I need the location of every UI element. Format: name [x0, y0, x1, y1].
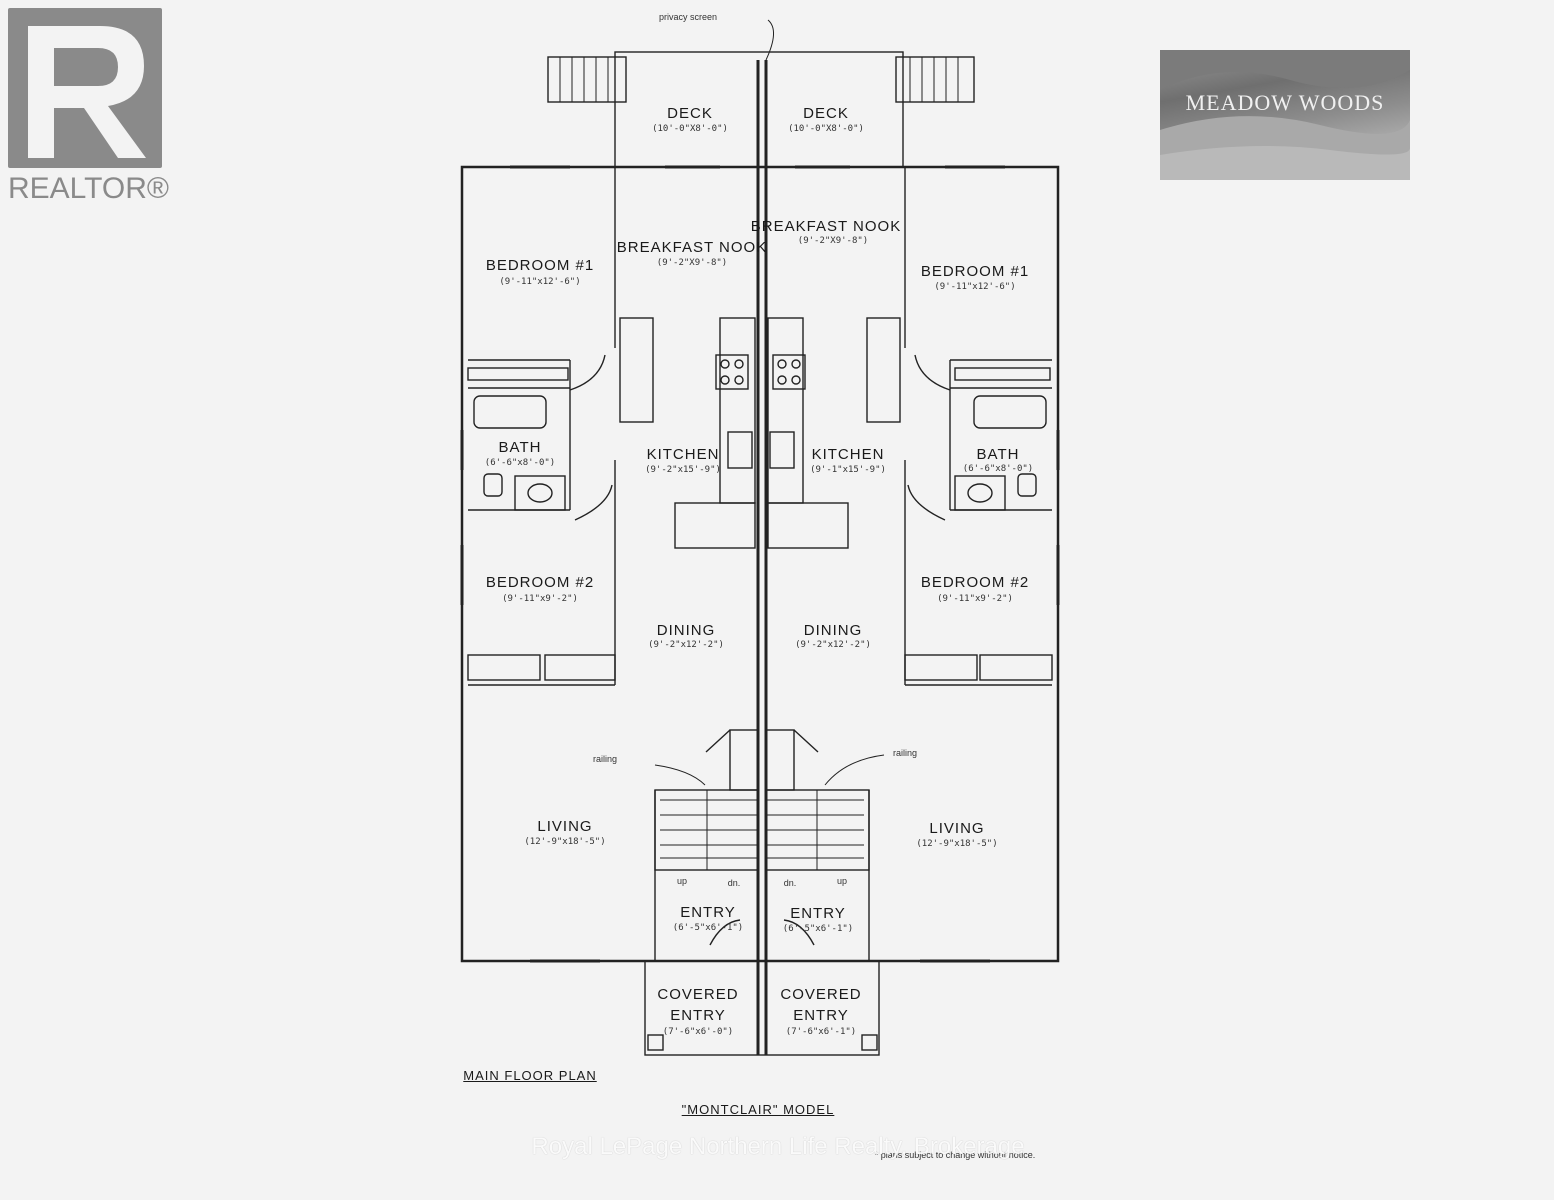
realtor-r-mark [8, 8, 162, 168]
bath-right-dim: (6'-6"x8'-0") [962, 464, 1034, 474]
model-title: "MONTCLAIR" MODEL [681, 1102, 835, 1117]
meadow-woods-title: MEADOW WOODS [1185, 90, 1385, 115]
living-right-dim: (12'-9"x18'-5") [916, 839, 998, 849]
bedroom1-left-dim: (9'-11"x12'-6") [499, 277, 581, 287]
railing-right-note: railing [892, 748, 918, 758]
entry-right-name: ENTRY [790, 905, 846, 922]
bedroom2-left-dim: (9'-11"x9'-2") [502, 594, 578, 604]
dining-right-name: DINING [803, 622, 863, 639]
entry-left-dim: (6'-5"x6'-1") [672, 923, 744, 933]
covered-entry-right-name2: ENTRY [793, 1007, 849, 1024]
covered-entry-right-dim: (7'-6"x6'-1") [785, 1027, 857, 1037]
bedroom2-right-dim: (9'-11"x9'-2") [937, 594, 1013, 604]
nook-left-name: BREAKFAST NOOK [616, 239, 768, 256]
deck-outline [614, 51, 904, 168]
nook-left-dim: (9'-2"X9'-8") [656, 258, 728, 268]
kitchen-left-name: KITCHEN [646, 446, 720, 463]
dining-left-name: DINING [656, 622, 716, 639]
living-right-name: LIVING [929, 820, 985, 837]
stair-up-right-note: up [836, 876, 848, 886]
realtor-logo: REALTOR® [8, 8, 170, 206]
kitchen-right-name: KITCHEN [811, 446, 885, 463]
kitchen-right-dim: (9'-1"x15'-9") [810, 465, 886, 475]
deck-left-name: DECK [667, 105, 713, 122]
deck-right-dim: (10'-0"X8'-0") [788, 124, 864, 134]
covered-entry-right-name1: COVERED [780, 986, 862, 1003]
railing-left-note: railing [592, 754, 618, 764]
covered-entry-left-name2: ENTRY [670, 1007, 726, 1024]
bedroom1-left-name: BEDROOM #1 [485, 257, 595, 274]
bath-left-name: BATH [498, 439, 542, 456]
realtor-r-icon [28, 26, 146, 158]
realtor-wordmark: REALTOR® [8, 172, 170, 205]
deck-stair-left [547, 56, 627, 103]
living-left-name: LIVING [537, 818, 593, 835]
dining-left-dim: (9'-2"x12'-2") [648, 640, 724, 650]
brokerage-watermark: Royal LePage Northern Life Realty, Broke… [531, 1133, 1025, 1160]
privacy-screen-note: privacy screen [658, 12, 718, 22]
stair-dn-left-note: dn. [727, 878, 741, 888]
covered-entry-outline [644, 960, 880, 1056]
bedroom2-left-name: BEDROOM #2 [485, 574, 595, 591]
bath-left-dim: (6'-6"x8'-0") [484, 458, 556, 468]
kitchen-left-dim: (9'-2"x15'-9") [645, 465, 721, 475]
dining-right-dim: (9'-2"x12'-2") [795, 640, 871, 650]
nook-right-dim: (9'-2"X9'-8") [797, 236, 869, 246]
plans-subject-note: * plans subject to change without notice… [874, 1150, 1036, 1160]
deck-stair-right [895, 56, 975, 103]
stair-dn-right-note: dn. [783, 878, 797, 888]
deck-right-name: DECK [803, 105, 849, 122]
bedroom1-right-dim: (9'-11"x12'-6") [934, 282, 1016, 292]
deck-left-dim: (10'-0"X8'-0") [652, 124, 728, 134]
entry-left-name: ENTRY [680, 904, 736, 921]
stair-up-left-note: up [676, 876, 688, 886]
bath-right-name: BATH [976, 446, 1020, 463]
living-left-dim: (12'-9"x18'-5") [524, 837, 606, 847]
bedroom2-right-name: BEDROOM #2 [920, 574, 1030, 591]
hills-image [1160, 50, 1410, 180]
main-floor-plan-title: MAIN FLOOR PLAN [463, 1068, 597, 1083]
meadow-woods-logo: MEADOW WOODS [1160, 50, 1410, 180]
entry-right-dim: (6'-5"x6'-1") [782, 924, 854, 934]
covered-entry-left-dim: (7'-6"x6'-0") [662, 1027, 734, 1037]
nook-right-name: BREAKFAST NOOK [750, 218, 902, 235]
covered-entry-left-name1: COVERED [657, 986, 739, 1003]
bedroom1-right-name: BEDROOM #1 [920, 263, 1030, 280]
